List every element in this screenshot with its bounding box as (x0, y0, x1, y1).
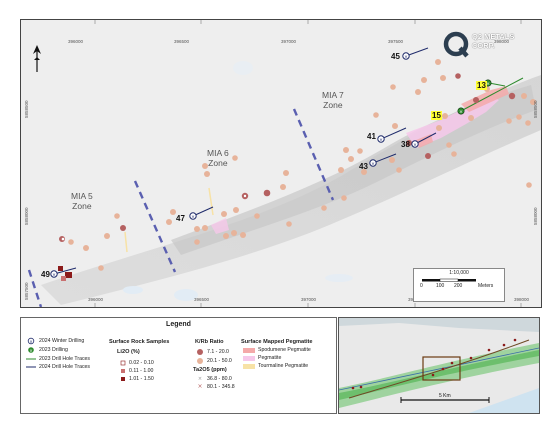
lake (325, 274, 353, 282)
scale-tick: 100 (436, 283, 445, 289)
terrain-ridge (41, 75, 541, 305)
easting-tick: 398000 (494, 39, 510, 44)
northing-tick: 5858500 (533, 100, 538, 118)
easting-tick: 397000 (281, 39, 297, 44)
main-map[interactable]: × × × × × × × × (20, 19, 542, 308)
legend-rock-samples: Surface Rock Samples (109, 339, 170, 345)
tourmaline-dyke (124, 231, 128, 253)
drill-hole-label-13[interactable]: 13 (476, 81, 487, 90)
svg-text:×: × (459, 109, 463, 115)
northing-tick: 5858000 (24, 207, 29, 225)
inset-scale-label: 5 Km (439, 393, 451, 399)
svg-text:×: × (486, 81, 490, 87)
lake (123, 286, 143, 294)
legend-li2o-class: 1.01 - 1.50 (129, 376, 154, 382)
legend-krb-class: 7.1 - 20.0 (207, 349, 229, 355)
legend-2024-traces: 2024 Drill Hole Traces (39, 364, 91, 370)
svg-text:×: × (52, 272, 56, 278)
legend-2023-drilling: 2023 Drilling (39, 347, 68, 353)
legend-ta-head: Ta2O5 (ppm) (193, 367, 227, 373)
drill-trace-2024 (372, 153, 397, 164)
rock-samples (58, 59, 536, 281)
easting-tick: 396000 (68, 39, 84, 44)
easting-tick: 397000 (301, 297, 317, 302)
drill-trace-2024 (380, 127, 407, 140)
northing-tick: 5857500 (24, 282, 29, 300)
inset-map-canvas (339, 318, 539, 413)
svg-text:×: × (197, 383, 202, 390)
drill-hole-label-45[interactable]: 45 (391, 52, 400, 61)
scale-ratio: 1:10,000 (449, 270, 469, 276)
company-logo-icon (443, 31, 469, 58)
pegmatite-patch (211, 218, 229, 234)
scale-tick: 200 (454, 283, 463, 289)
drill-hole-label-47[interactable]: 47 (176, 214, 185, 223)
lake (174, 289, 198, 301)
grid-ticks (94, 20, 522, 307)
legend-title: Legend (166, 321, 191, 328)
easting-tick: 396500 (194, 297, 210, 302)
legend-ta-class: 80.1 - 345.8 (207, 384, 235, 390)
legend-li2o-class: 0.11 - 1.00 (129, 368, 154, 374)
inset-map[interactable]: 5 Km (338, 317, 540, 414)
drill-hole-label-38[interactable]: 38 (401, 140, 410, 149)
svg-text:×: × (404, 54, 408, 60)
legend-pegmatite-class: Spodumene Pegmatite (258, 347, 311, 353)
drill-trace-2023 (488, 82, 506, 87)
svg-text:×: × (413, 142, 417, 148)
drill-trace-2024 (414, 132, 437, 145)
map-canvas: × × × × × × × × (21, 20, 541, 307)
north-arrow-icon (33, 45, 41, 72)
zone-boundary (133, 180, 177, 273)
easting-tick: 397500 (388, 39, 404, 44)
svg-text:×: × (29, 348, 32, 353)
scale-unit: Meters (478, 283, 494, 289)
spodumene-patch (416, 134, 433, 148)
svg-text:×: × (371, 161, 375, 167)
tourmaline-dyke (208, 187, 214, 216)
legend-krb-head: K/Rb Ratio (195, 339, 224, 345)
legend-li2o-class: 0.02 - 0.10 (129, 360, 154, 366)
legend-symbols: × × × × (26, 337, 255, 390)
drill-hole-label-49[interactable]: 49 (41, 270, 50, 279)
scale-tick: 0 (420, 283, 423, 289)
drill-trace-2024 (53, 267, 77, 275)
easting-tick: 396500 (174, 39, 190, 44)
zone-boundary (292, 108, 335, 201)
legend-krb-class: 20.1 - 50.0 (207, 358, 232, 364)
easting-tick: 398000 (514, 297, 530, 302)
legend-pegmatite-head: Surface Mapped Pegmatite (241, 339, 313, 345)
legend-pegmatite-class: Pegmatite (258, 355, 282, 361)
svg-text:×: × (29, 339, 32, 344)
lake (233, 61, 253, 75)
drill-hole-label-41[interactable]: 41 (367, 132, 376, 141)
legend-panel: Legend × × × × 2024 Winter Drilling 2023… (20, 317, 337, 414)
svg-text:×: × (198, 376, 202, 382)
legend-li2o-head: Li2O (%) (117, 349, 140, 355)
legend-2024-drilling: 2024 Winter Drilling (39, 338, 85, 344)
spodumene-patch (461, 86, 509, 112)
northing-tick: 5858500 (24, 100, 29, 118)
legend-pegmatite-class: Tourmaline Pegmatite (258, 363, 309, 369)
northing-tick: 5858000 (533, 207, 538, 225)
drill-trace-2023 (460, 77, 524, 112)
drill-hole-label-43[interactable]: 43 (359, 162, 368, 171)
drill-hole-label-15[interactable]: 15 (431, 111, 442, 120)
easting-tick: 396000 (88, 297, 104, 302)
zone-boundary (27, 269, 43, 307)
drill-collars: × × × × × × × × (50, 52, 492, 278)
drill-trace-2024 (405, 47, 429, 57)
scale-bar: 1:10,000 0 100 200 Meters (413, 268, 505, 302)
legend-2023-traces: 2023 Drill Hole Traces (39, 356, 91, 362)
legend-ta-class: 36.8 - 80.0 (207, 376, 232, 382)
svg-text:×: × (379, 137, 383, 143)
scale-bar-graphic (422, 278, 476, 282)
svg-text:×: × (191, 214, 195, 220)
